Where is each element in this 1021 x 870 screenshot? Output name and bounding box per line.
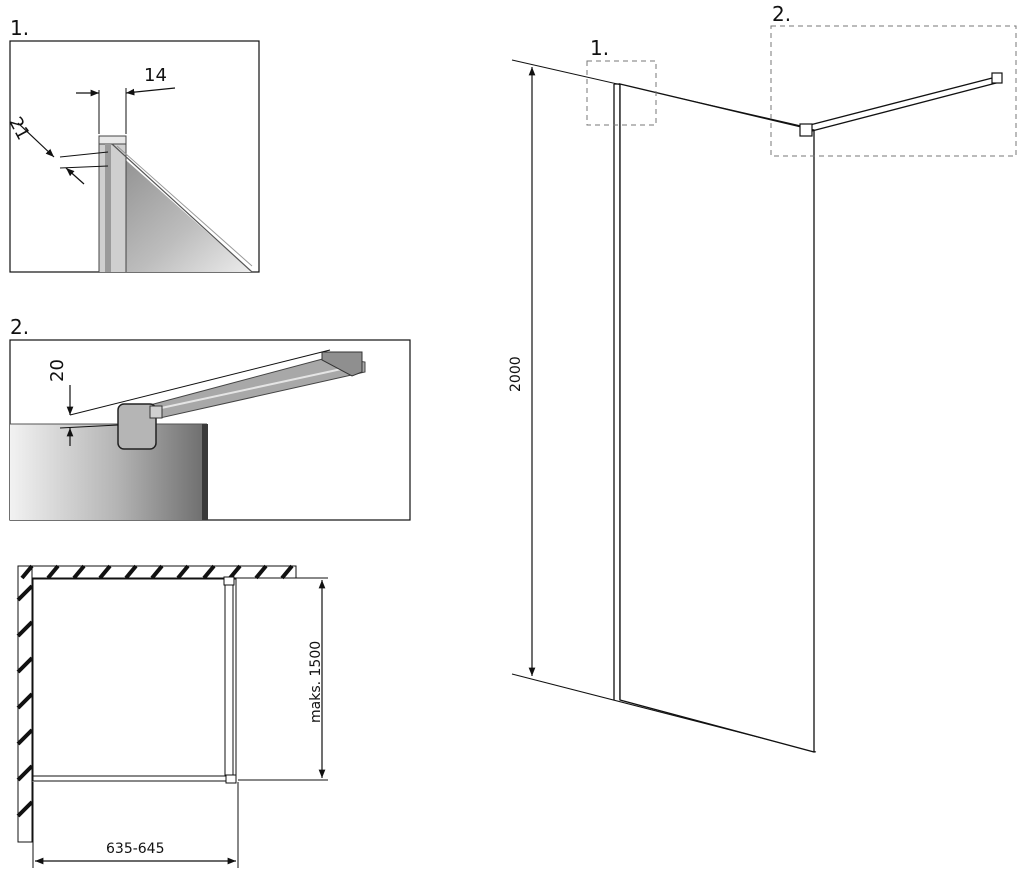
plan-view	[16, 564, 328, 868]
detail-2-label: 2.	[10, 315, 30, 339]
callout-box-1	[586, 60, 657, 126]
main-view	[511, 25, 1017, 753]
detail-1-panel	[9, 40, 260, 273]
dimension-depth-label: maks. 1500	[308, 640, 324, 723]
dimension-20-label: 20	[47, 359, 68, 382]
dimension-14-label: 14	[144, 65, 167, 86]
callout-2-label: 2.	[772, 2, 792, 26]
glass-panel	[619, 83, 815, 753]
detail-2-panel	[9, 339, 411, 521]
dimension-2000-label: 2000	[508, 356, 524, 392]
dimension-width-label: 635-645	[106, 841, 165, 857]
glass-pane	[10, 424, 205, 520]
glass-pane	[110, 146, 252, 272]
detail-1-label: 1.	[10, 16, 30, 40]
callout-1-label: 1.	[590, 36, 610, 60]
callout-box-2	[770, 25, 1017, 157]
